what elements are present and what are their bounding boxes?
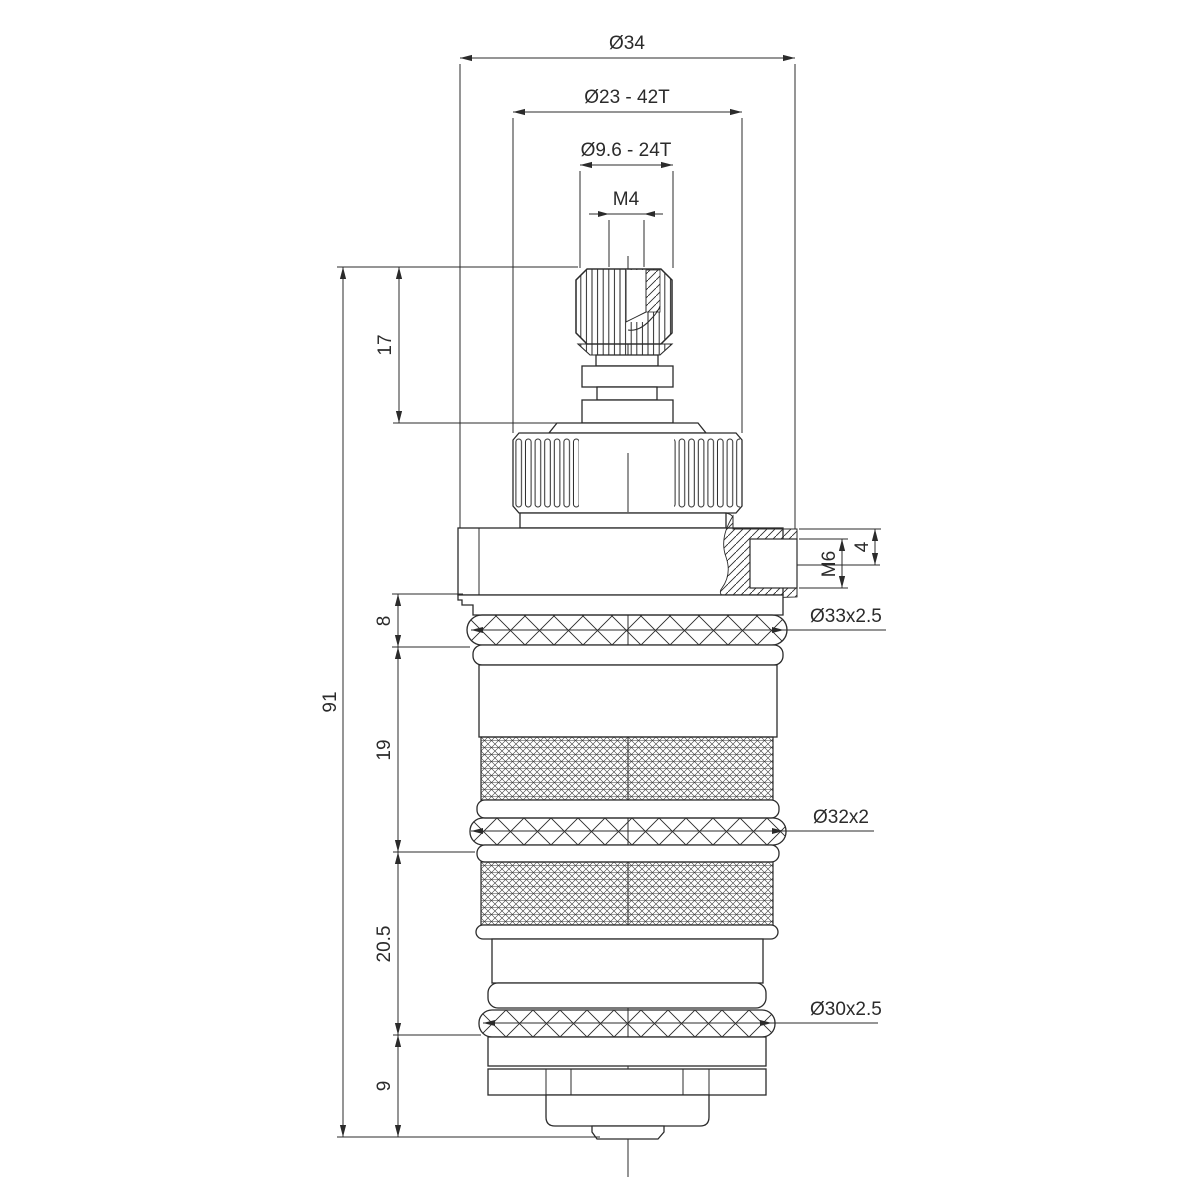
stem-flange-plate	[547, 422, 708, 434]
body-cylinder-lower	[491, 938, 764, 984]
collar-below-oring-33	[472, 644, 784, 666]
collar-below-mesh-lower	[475, 924, 779, 940]
collar-below-oring-32	[476, 844, 780, 863]
spindle-stem	[547, 354, 708, 434]
bottom-nipple	[591, 1125, 665, 1140]
upper-housing	[457, 512, 798, 616]
knob-thread-profile	[625, 270, 661, 331]
dimension-m4: M4	[589, 189, 663, 267]
label-oring-33: Ø33x2.5	[810, 606, 882, 627]
mesh-band-upper	[480, 736, 774, 801]
dim-label-9: 9	[374, 1081, 395, 1092]
dimension-4: 4	[799, 528, 881, 565]
dimension-8: 8	[374, 593, 470, 648]
dimension-9: 9	[374, 1035, 402, 1137]
dimension-17: 17	[375, 267, 560, 424]
mesh-band-lower	[480, 861, 774, 926]
cartridge-body	[457, 268, 798, 1140]
dimension-19: 19	[374, 647, 475, 853]
bottom-boss	[545, 1094, 710, 1127]
stem-collar-1	[581, 365, 674, 388]
dim-label-dia34: Ø34	[609, 33, 645, 54]
dim-label-8: 8	[374, 616, 395, 627]
collar-above-oring-32	[476, 799, 780, 819]
dimension-dia23-42t: Ø23 - 42T	[512, 87, 743, 433]
bottom-end	[487, 1036, 767, 1140]
ring-above-oring-30	[487, 982, 767, 1009]
dim-label-4: 4	[852, 541, 873, 552]
dimension-91: 91	[320, 266, 600, 1138]
stem-collar-2	[581, 399, 674, 424]
label-oring-30: Ø30x2.5	[810, 999, 882, 1020]
bottom-body	[487, 1036, 767, 1067]
oring-groove-step	[457, 594, 784, 616]
stem-neck-1	[595, 354, 659, 367]
dim-label-20-5: 20.5	[374, 926, 395, 963]
nut-neck	[519, 512, 727, 529]
nut-knurl-left	[515, 437, 579, 509]
dim-label-dia23: Ø23 - 42T	[584, 87, 670, 108]
leader-oring-32: Ø32x2	[471, 807, 874, 834]
dim-label-m4: M4	[613, 189, 640, 210]
port-boss-outline	[725, 512, 798, 597]
body-cylinder-upper	[478, 664, 778, 738]
dim-label-17: 17	[375, 334, 396, 355]
leader-oring-33: Ø33x2.5	[471, 606, 886, 633]
dim-label-m6: M6	[819, 551, 840, 577]
stem-neck-2	[596, 386, 658, 401]
knob-chamfer-skirt	[576, 343, 674, 356]
dim-label-19: 19	[374, 739, 395, 760]
bottom-tab-row	[487, 1068, 767, 1096]
m6-threaded-hole	[749, 538, 798, 589]
dimension-dia34: Ø34	[459, 33, 796, 529]
knurled-nut	[512, 432, 743, 529]
knob-slot-bore	[626, 270, 646, 322]
dimension-20-5: 20.5	[374, 852, 481, 1036]
dim-label-91: 91	[320, 691, 341, 712]
dimension-m6: M6	[799, 538, 848, 589]
spindle-knob	[575, 268, 674, 356]
leader-oring-30: Ø30x2.5	[483, 999, 882, 1026]
nut-knurl-right	[674, 437, 740, 509]
dim-label-dia96: Ø9.6 - 24T	[581, 140, 672, 161]
knob-section-hatch	[645, 269, 661, 313]
label-oring-32: Ø32x2	[813, 807, 869, 828]
dimension-dia96-24t: Ø9.6 - 24T	[579, 140, 674, 268]
